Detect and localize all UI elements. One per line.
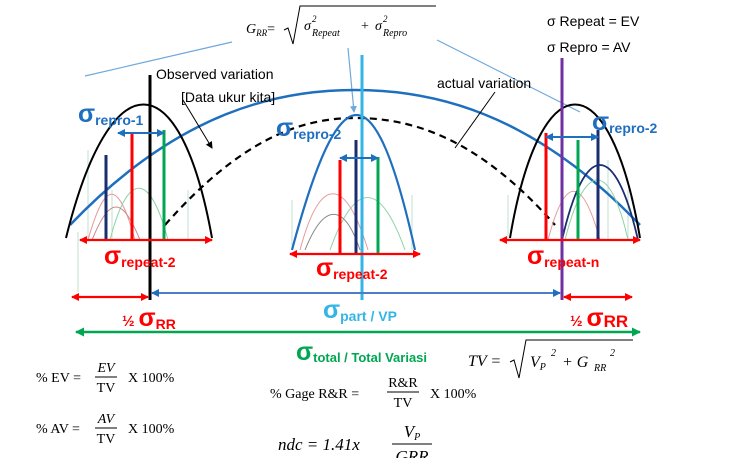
svg-text:2: 2 — [610, 348, 615, 359]
svg-text:VP: VP — [530, 354, 546, 373]
svg-text:X 100%: X 100% — [128, 371, 175, 386]
svg-text:σ: σ — [375, 19, 383, 34]
sigma-repro-2-right: σrepro-2 — [592, 108, 658, 136]
grr-pointer-left — [84, 41, 233, 77]
svg-text:+ G: + G — [562, 354, 589, 371]
grr-formula: GRR= σ 2 Repeat + σ 2 Repro — [246, 5, 436, 45]
svg-text:GRR: GRR — [395, 447, 429, 458]
svg-text:Repeat: Repeat — [311, 28, 340, 39]
svg-text:GRR=: GRR= — [246, 22, 275, 38]
ev-formula: % EV = EV TV X 100% — [36, 361, 175, 396]
svg-text:σ: σ — [304, 19, 312, 34]
sigma-repeat-2-left: σrepeat-2 — [104, 242, 176, 270]
observed-label-1: Observed variation — [156, 66, 274, 82]
ndc-formula: ndc = 1.41x VP GRR — [278, 422, 432, 458]
svg-text:Repro: Repro — [382, 28, 407, 39]
svg-text:TV =: TV = — [468, 353, 501, 370]
left-thin-curves — [87, 187, 169, 241]
center-thin-curves — [299, 193, 406, 251]
right-small-bell — [561, 164, 639, 241]
sigma-part: σpart / VP — [323, 296, 397, 324]
gage-formula: % Gage R&R = R&R TV X 100% — [270, 376, 477, 411]
right-bell-curve — [509, 103, 641, 239]
svg-text:2: 2 — [312, 14, 317, 24]
sigma-total: σtotal / Total Variasi — [296, 338, 427, 366]
observed-pointer — [182, 99, 213, 149]
grr-pointer-right — [436, 39, 581, 113]
svg-text:TV: TV — [394, 396, 413, 411]
svg-text:EV: EV — [96, 361, 116, 376]
sigma-repeat-2-center: σrepeat-2 — [316, 254, 388, 282]
observed-variation-curve — [69, 88, 641, 226]
actual-pointer — [454, 91, 496, 149]
actual-label: actual variation — [437, 75, 531, 91]
left-bell-curve — [65, 103, 213, 239]
center-bell-curve — [290, 114, 417, 251]
right-thin-curves — [547, 179, 629, 241]
sigma-repeat-n: σrepeat-n — [527, 242, 599, 270]
svg-text:ndc = 1.41x: ndc = 1.41x — [278, 435, 360, 454]
svg-text:% EV =: % EV = — [36, 371, 81, 386]
observed-label-2: [Data ukur kita] — [181, 89, 275, 105]
svg-text:2: 2 — [551, 348, 556, 359]
grr-pointer-center — [347, 47, 357, 113]
svg-text:X 100%: X 100% — [430, 387, 477, 402]
svg-text:R&R: R&R — [388, 376, 418, 391]
svg-text:X 100%: X 100% — [128, 422, 175, 437]
svg-text:2: 2 — [383, 14, 388, 24]
actual-variation-curve — [164, 116, 556, 226]
svg-text:TV: TV — [97, 381, 116, 396]
svg-text:TV: TV — [97, 432, 116, 447]
svg-text:RR: RR — [593, 363, 606, 374]
legend-repeat: σ Repeat = EV — [547, 13, 640, 29]
svg-text:+: + — [361, 19, 369, 34]
av-formula: % AV = AV TV X 100% — [36, 412, 175, 447]
sigma-repro-1: σrepro-1 — [78, 100, 144, 128]
faint-lines — [77, 150, 629, 292]
svg-text:AV: AV — [97, 412, 116, 427]
svg-text:VP: VP — [404, 422, 421, 443]
legend-repro: σ Repro = AV — [547, 39, 631, 55]
svg-text:% AV =: % AV = — [36, 422, 80, 437]
svg-text:% Gage R&R =: % Gage R&R = — [270, 387, 359, 402]
tv-formula: TV = VP 2 + G RR 2 — [468, 339, 633, 379]
sigma-repro-2-center: σrepro-2 — [276, 114, 342, 142]
